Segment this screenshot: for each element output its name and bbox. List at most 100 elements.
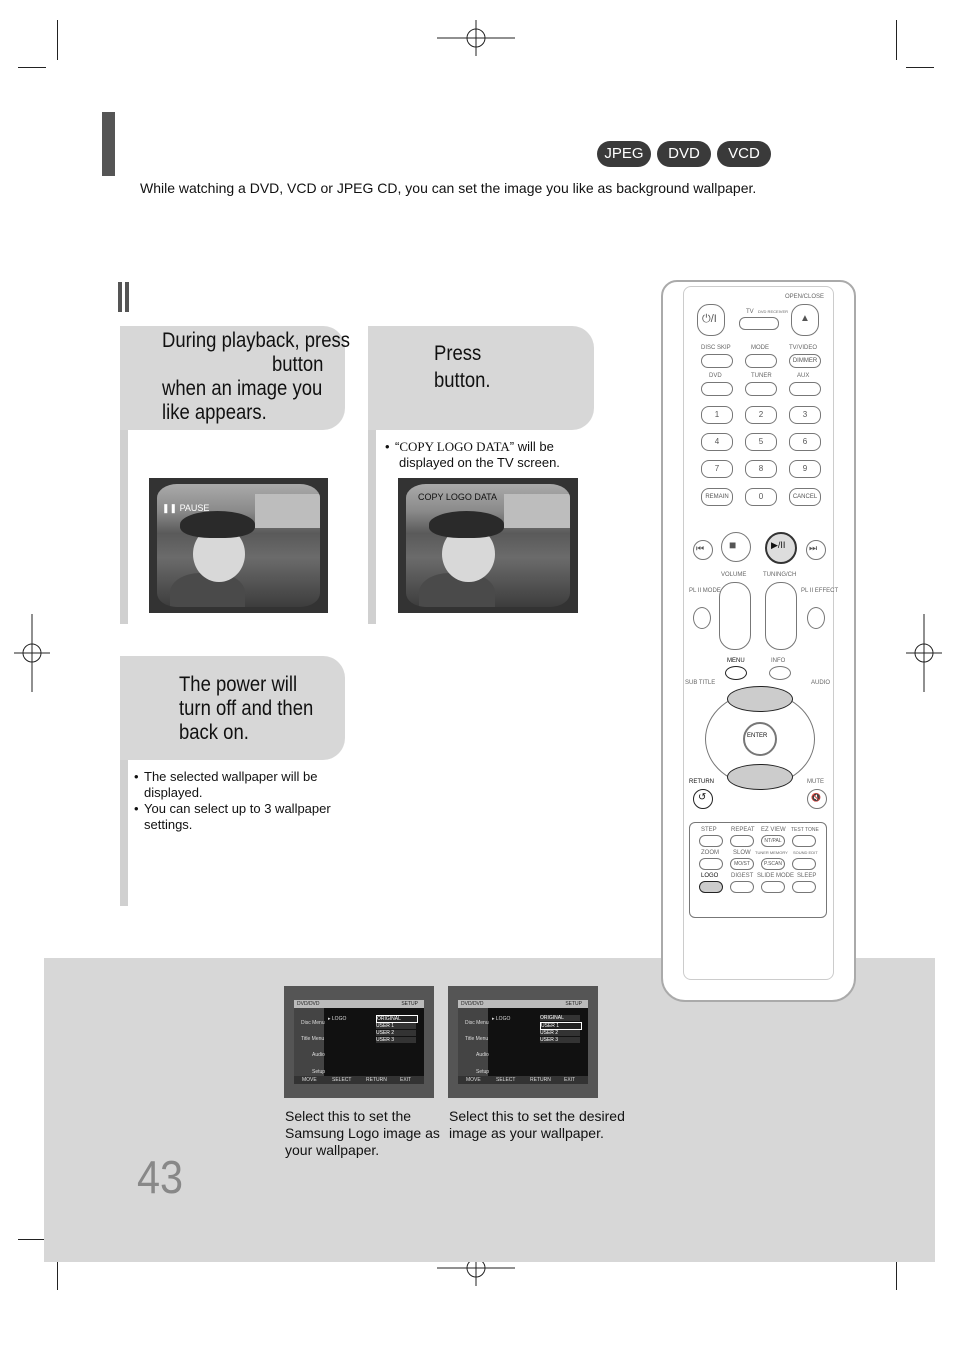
remote-label-logo: LOGO	[701, 873, 719, 879]
menu-option-user3[interactable]: USER 3	[540, 1037, 580, 1043]
menu-side-setup: Setup	[312, 1069, 326, 1075]
remote-return-button[interactable]: ↺	[693, 789, 713, 809]
remote-up-button[interactable]	[727, 686, 793, 712]
pause-overlay: ❚❚ PAUSE	[162, 503, 210, 513]
remote-tv-dvd-switch[interactable]	[739, 317, 779, 330]
remote-label-sound-edit: SOUND EDIT	[793, 850, 818, 855]
remote-tuner-button[interactable]	[745, 382, 777, 396]
caption-original: Select this to set the Samsung Logo imag…	[285, 1108, 445, 1159]
remote-digit-4[interactable]: 4	[701, 433, 733, 451]
remote-test-tone-button[interactable]	[792, 835, 816, 847]
remote-tuner-memory-button[interactable]: P.SCAN	[761, 858, 785, 870]
remote-enter-button[interactable]: ENTER	[743, 722, 777, 756]
menu-side-disc: Disc Menu	[465, 1020, 489, 1026]
remote-zoom-button[interactable]	[699, 858, 723, 870]
step2-rule	[368, 326, 376, 624]
remote-play-pause-button[interactable]: ▶/II	[765, 532, 797, 564]
menu-option-original[interactable]: ORIGINAL	[540, 1015, 580, 1021]
menu-side-title: Title Menu	[465, 1036, 489, 1042]
remote-logo-button[interactable]	[699, 881, 723, 893]
remote-digest-button[interactable]	[730, 881, 754, 893]
remote-disc-skip-button[interactable]	[701, 354, 733, 368]
remote-slide-mode-button[interactable]	[761, 881, 785, 893]
remote-stop-button[interactable]: ■	[721, 532, 751, 562]
badge-vcd: VCD	[717, 141, 771, 167]
remote-label-info: INFO	[771, 658, 786, 664]
remote-remain-button[interactable]: REMAIN	[701, 488, 733, 506]
crop-mark	[896, 1250, 897, 1290]
caption-original-line1: Select this to set the	[285, 1108, 412, 1124]
remote-digit-7[interactable]: 7	[701, 460, 733, 478]
remote-mode-button[interactable]	[745, 354, 777, 368]
menu-item-logo: ▸ LOGO	[328, 1016, 347, 1022]
remote-slow-button[interactable]: MO/ST	[730, 858, 754, 870]
remote-enter-label: ENTER	[747, 733, 768, 739]
step2-bullet-quoted: COPY LOGO DATA	[399, 439, 510, 454]
remote-sleep-button[interactable]	[792, 881, 816, 893]
remote-volume-rocker[interactable]	[719, 582, 751, 650]
menu-option-original[interactable]: ORIGINAL	[376, 1015, 418, 1023]
remote-step-button[interactable]	[699, 835, 723, 847]
menu-side-audio: Audio	[312, 1052, 325, 1058]
menu-option-user2[interactable]: USER 2	[540, 1030, 580, 1036]
remote-digit-1[interactable]: 1	[701, 406, 733, 424]
step1-screen-image: ❚❚ PAUSE	[149, 478, 328, 613]
remote-cancel-button[interactable]: CANCEL	[789, 488, 821, 506]
remote-dvd-button[interactable]	[701, 382, 733, 396]
remote-tuning-rocker[interactable]	[765, 582, 797, 650]
remote-open-close-button[interactable]: ▲	[791, 304, 819, 336]
remote-label-tuner: TUNER	[751, 373, 772, 379]
remote-prev-button[interactable]: ⏮	[693, 540, 713, 560]
remote-ez-view-button[interactable]: NT/PAL	[761, 835, 785, 847]
remote-aux-button[interactable]	[789, 382, 821, 396]
remote-digit-9[interactable]: 9	[789, 460, 821, 478]
menu-bottom-select: SELECT	[496, 1077, 516, 1083]
remote-label-dvd: DVD	[709, 373, 722, 379]
remote-next-button[interactable]: ⏭	[806, 540, 826, 560]
remote-tv-video-button[interactable]: DIMMER	[789, 354, 821, 368]
caption-user-line1: Select this to set the desired	[449, 1108, 625, 1124]
registration-mark-left	[14, 614, 50, 692]
remote-down-button[interactable]	[727, 764, 793, 790]
power-icon: ⏻/I	[702, 313, 717, 325]
remote-label-tuning: TUNING/CH	[763, 572, 797, 578]
menu-top-right: SETUP	[401, 1001, 418, 1007]
step3-line3: back on.	[179, 721, 249, 744]
menu-bottom-exit: EXIT	[564, 1077, 576, 1083]
remote-power-button[interactable]: ⏻/I	[697, 304, 725, 336]
remote-label-plii-mode: PL II MODE	[689, 588, 721, 594]
menu-option-user1[interactable]: USER 1	[540, 1022, 582, 1030]
remote-label-open-close: OPEN/CLOSE	[785, 294, 825, 300]
menu-bottom-return: RETURN	[530, 1077, 551, 1083]
page-number: 43	[137, 1151, 184, 1203]
remote-repeat-button[interactable]	[730, 835, 754, 847]
remote-label-audio: AUDIO	[811, 680, 831, 686]
remote-menu-button[interactable]	[725, 666, 747, 680]
remote-digit-2[interactable]: 2	[745, 406, 777, 424]
remote-digit-5[interactable]: 5	[745, 433, 777, 451]
remote-label-digest: DIGEST	[731, 873, 754, 879]
remote-sound-edit-button[interactable]	[792, 858, 816, 870]
remote-label-tuner-memory: TUNER MEMORY	[755, 850, 788, 855]
remote-label-return: RETURN	[689, 779, 714, 785]
remote-info-button[interactable]	[769, 666, 791, 680]
remote-mute-button[interactable]: 🔇	[807, 789, 827, 809]
registration-mark-right	[906, 614, 942, 692]
remote-digit-8[interactable]: 8	[745, 460, 777, 478]
menu-option-user1[interactable]: USER 1	[376, 1023, 416, 1029]
remote-digit-6[interactable]: 6	[789, 433, 821, 451]
step3-rule	[120, 656, 128, 906]
copy-logo-overlay: COPY LOGO DATA	[418, 492, 498, 502]
remote-label-slide-mode: SLIDE MODE	[757, 873, 795, 879]
step3-bullet-2-line1: You can select up to 3 wallpaper	[144, 801, 331, 816]
remote-digit-0[interactable]: 0	[745, 488, 777, 506]
remote-plii-mode-button[interactable]	[693, 607, 711, 629]
remote-plii-effect-button[interactable]	[807, 607, 825, 629]
remote-digit-3[interactable]: 3	[789, 406, 821, 424]
caption-original-line2: Samsung Logo image as	[285, 1125, 440, 1141]
remote-label-dvd-receiver: DVD RECEIVER	[758, 309, 789, 314]
menu-option-user2[interactable]: USER 2	[376, 1030, 416, 1036]
step3-bullet-1-line2: displayed.	[144, 785, 203, 800]
return-icon: ↺	[698, 792, 707, 803]
menu-option-user3[interactable]: USER 3	[376, 1037, 416, 1043]
